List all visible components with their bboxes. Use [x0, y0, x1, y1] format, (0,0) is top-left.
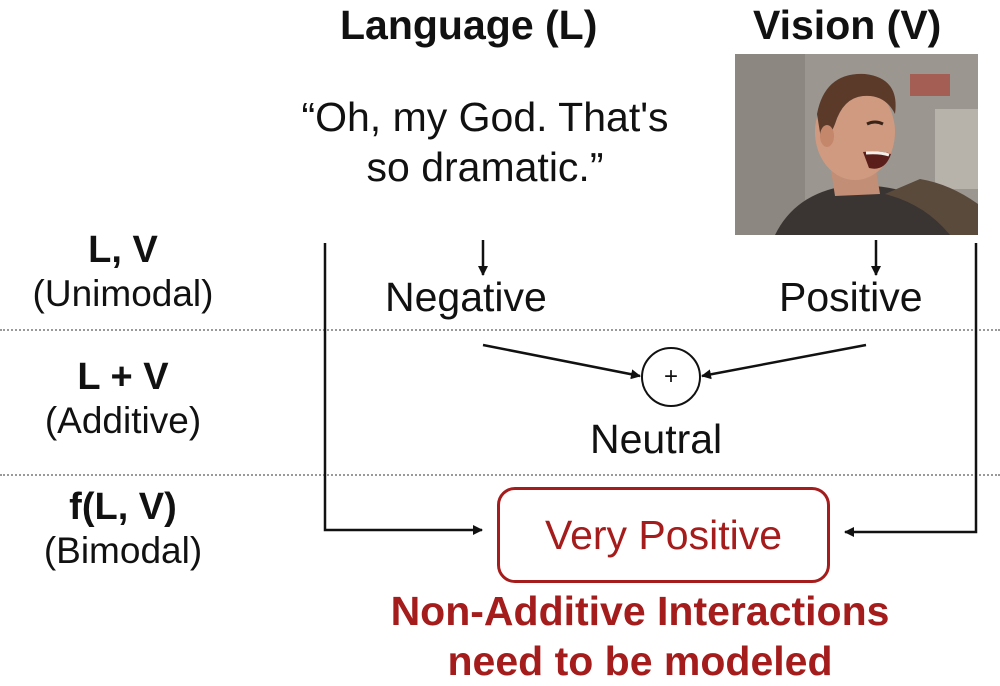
row-bimodal-title: f(L, V): [69, 486, 177, 528]
plus-icon: +: [663, 363, 678, 390]
arrow-negative-to-sum: [482, 343, 641, 380]
sum-circle: [641, 347, 701, 407]
laughing-person-image: [735, 54, 978, 235]
conclusion-line-1: Non-Additive Interactions: [390, 588, 890, 634]
divider-unimodal-additive: [0, 329, 1000, 331]
divider-additive-bimodal: [0, 474, 1000, 476]
utterance-line-1: “Oh, my God. That's: [301, 94, 669, 140]
arrow-vision-to-bimodal: [844, 243, 978, 537]
row-additive-subtitle: (Additive): [44, 400, 202, 441]
row-additive: L + V (Additive): [0, 355, 246, 443]
utterance-line-2: so dramatic.”: [366, 144, 604, 190]
vision-header: Vision (V): [753, 2, 942, 48]
row-unimodal-subtitle: (Unimodal): [32, 273, 214, 314]
conclusion-text: Non-Additive Interactions need to be mod…: [300, 586, 980, 686]
vision-sentiment-label: Positive: [779, 274, 923, 320]
bimodal-result-box: Very Positive: [497, 487, 830, 583]
utterance-quote: “Oh, my God. That's so dramatic.”: [250, 92, 720, 192]
bimodal-result-label: Very Positive: [545, 511, 782, 558]
row-bimodal-subtitle: (Bimodal): [43, 530, 203, 571]
language-header: Language (L): [340, 2, 598, 48]
row-additive-title: L + V: [77, 356, 169, 398]
arrow-positive-to-sum: [701, 343, 867, 380]
additive-result-label: Neutral: [590, 416, 723, 462]
row-bimodal: f(L, V) (Bimodal): [0, 485, 246, 573]
language-sentiment-label: Negative: [385, 274, 547, 320]
row-unimodal-title: L, V: [88, 229, 158, 271]
vision-video-frame: [735, 54, 978, 235]
arrow-language-to-bimodal: [323, 243, 483, 535]
row-unimodal: L, V (Unimodal): [0, 228, 246, 316]
conclusion-line-2: need to be modeled: [447, 638, 833, 684]
